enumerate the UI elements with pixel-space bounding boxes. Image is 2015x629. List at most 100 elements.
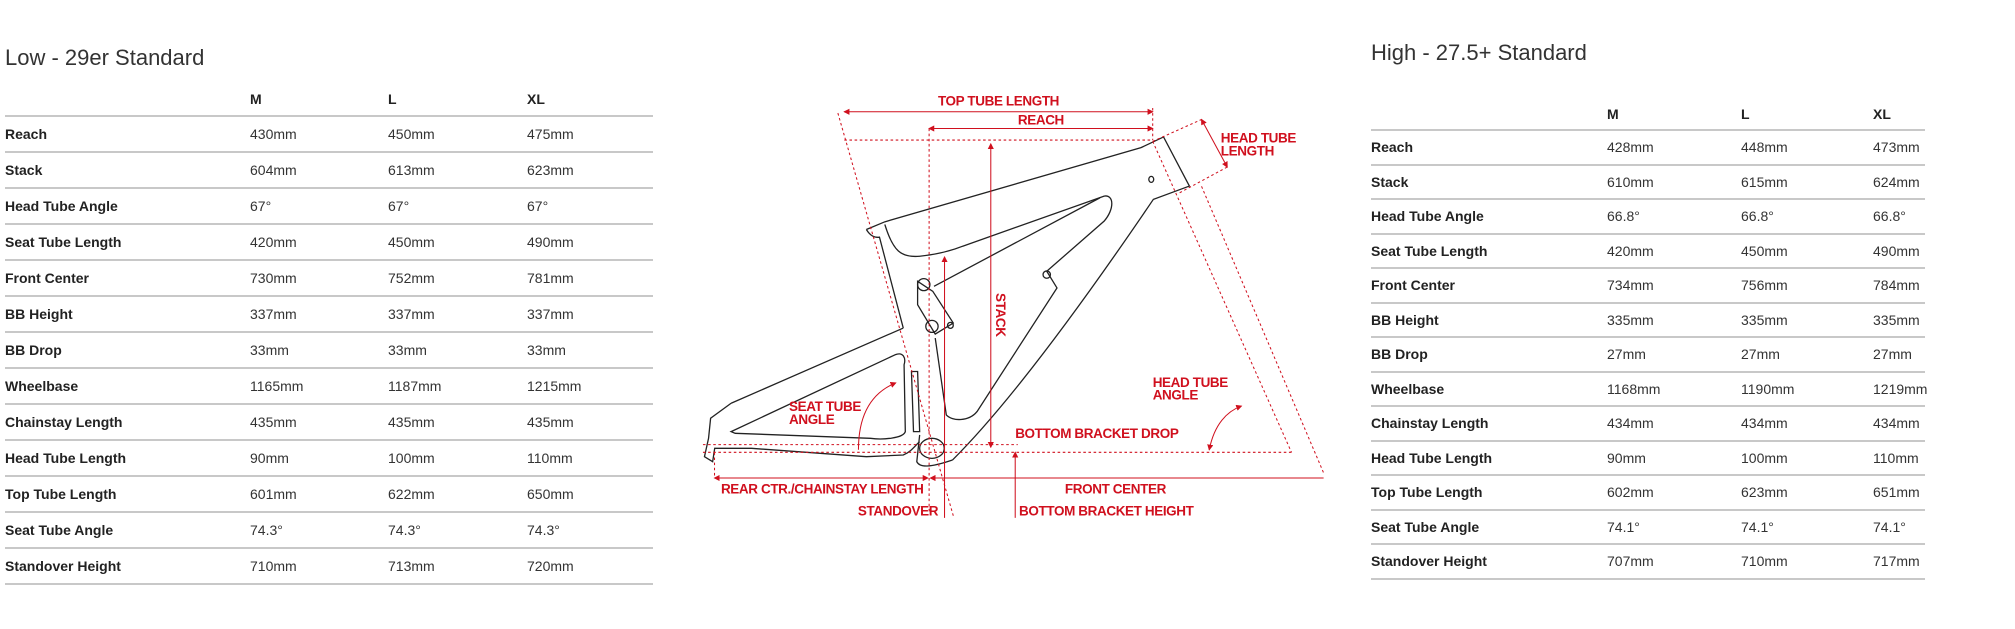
cell-m: 1168mm xyxy=(1607,380,1661,397)
cell-xl: 33mm xyxy=(527,342,566,358)
label-head-tube-angle-1: HEAD TUBE xyxy=(1153,375,1229,390)
label-seat-tube-angle-2: ANGLE xyxy=(789,412,835,427)
dimension-lines xyxy=(702,107,1325,518)
cell-m: 430mm xyxy=(250,126,297,142)
row-label: BB Drop xyxy=(1371,346,1428,363)
row-label: Head Tube Length xyxy=(5,450,127,466)
row-label: Chainstay Length xyxy=(5,414,123,430)
row-label: Seat Tube Length xyxy=(5,234,122,250)
cell-xl: 27mm xyxy=(1873,346,1912,363)
row-label: Seat Tube Angle xyxy=(1371,518,1480,535)
cell-m: 27mm xyxy=(1607,346,1646,363)
cell-xl: 781mm xyxy=(527,270,574,286)
cell-xl: 475mm xyxy=(527,126,574,142)
label-bottom-bracket-height: BOTTOM BRACKET HEIGHT xyxy=(1019,503,1195,518)
cell-l: 335mm xyxy=(1741,311,1788,328)
cell-l: 713mm xyxy=(388,558,435,574)
label-head-tube-length-1: HEAD TUBE xyxy=(1221,131,1297,146)
column-header-l: L xyxy=(1741,106,1750,122)
column-header-m: M xyxy=(250,91,262,107)
cell-xl: 784mm xyxy=(1873,277,1920,294)
cell-xl: 1219mm xyxy=(1873,380,1928,397)
row-label: Chainstay Length xyxy=(1371,415,1489,432)
cell-l: 710mm xyxy=(1741,553,1788,570)
cell-xl: 337mm xyxy=(527,306,574,322)
row-label: Front Center xyxy=(1371,277,1455,294)
label-rear-center: REAR CTR./CHAINSTAY LENGTH xyxy=(721,481,924,496)
row-label: BB Drop xyxy=(5,342,62,358)
cell-l: 434mm xyxy=(1741,415,1788,432)
column-header-l: L xyxy=(388,91,397,107)
bike-frame-outline xyxy=(704,137,1189,466)
cell-l: 752mm xyxy=(388,270,435,286)
label-stack: STACK xyxy=(993,293,1008,337)
cell-m: 90mm xyxy=(1607,449,1646,466)
label-front-center: FRONT CENTER xyxy=(1065,481,1167,496)
row-label: Wheelbase xyxy=(1371,380,1445,397)
cell-m: 420mm xyxy=(250,234,297,250)
row-label: Head Tube Angle xyxy=(1371,208,1484,225)
row-label: Standover Height xyxy=(1371,553,1487,570)
cell-m: 434mm xyxy=(1607,415,1654,432)
cell-m: 734mm xyxy=(1607,277,1654,294)
label-bottom-bracket-drop: BOTTOM BRACKET DROP xyxy=(1015,426,1179,441)
cell-xl: 434mm xyxy=(1873,415,1920,432)
row-label: Stack xyxy=(1371,173,1409,190)
cell-m: 435mm xyxy=(250,414,297,430)
cell-xl: 717mm xyxy=(1873,553,1920,570)
cell-l: 756mm xyxy=(1741,277,1788,294)
cell-m: 730mm xyxy=(250,270,297,286)
cell-m: 707mm xyxy=(1607,553,1654,570)
row-label: Top Tube Length xyxy=(1371,484,1483,501)
cell-m: 90mm xyxy=(250,450,289,466)
label-standover: STANDOVER xyxy=(858,503,939,518)
cell-l: 435mm xyxy=(388,414,435,430)
cell-l: 450mm xyxy=(388,126,435,142)
cell-l: 67° xyxy=(388,198,410,214)
cell-m: 1165mm xyxy=(250,378,304,394)
label-top-tube-length: TOP TUBE LENGTH xyxy=(938,93,1059,108)
cell-xl: 623mm xyxy=(527,162,574,178)
row-label: BB Height xyxy=(5,306,73,322)
row-label: Head Tube Length xyxy=(1371,449,1493,466)
column-header-m: M xyxy=(1607,106,1619,122)
cell-l: 623mm xyxy=(1741,484,1788,501)
row-label: Head Tube Angle xyxy=(5,198,118,214)
row-label: Front Center xyxy=(5,270,89,286)
table-row: Chainstay Length 434mm 434mm 434mm xyxy=(1371,407,1925,442)
cell-m: 420mm xyxy=(1607,242,1654,259)
cell-xl: 74.3° xyxy=(527,522,560,538)
cell-xl: 74.1° xyxy=(1873,518,1906,535)
table-row: Standover Height 707mm 710mm 717mm xyxy=(1371,545,1925,580)
cell-l: 74.1° xyxy=(1741,518,1774,535)
cell-l: 613mm xyxy=(388,162,435,178)
row-label: Reach xyxy=(1371,139,1414,156)
row-label: Seat Tube Angle xyxy=(5,522,114,538)
cell-m: 74.3° xyxy=(250,522,283,538)
row-label: BB Height xyxy=(1371,311,1439,328)
cell-l: 450mm xyxy=(1741,242,1788,259)
cell-m: 66.8° xyxy=(1607,208,1640,225)
cell-xl: 490mm xyxy=(527,234,574,250)
left-table-title: Low - 29er Standard xyxy=(5,45,205,70)
cell-m: 604mm xyxy=(250,162,297,178)
right-table-title: High - 27.5+ Standard xyxy=(1371,40,1587,65)
